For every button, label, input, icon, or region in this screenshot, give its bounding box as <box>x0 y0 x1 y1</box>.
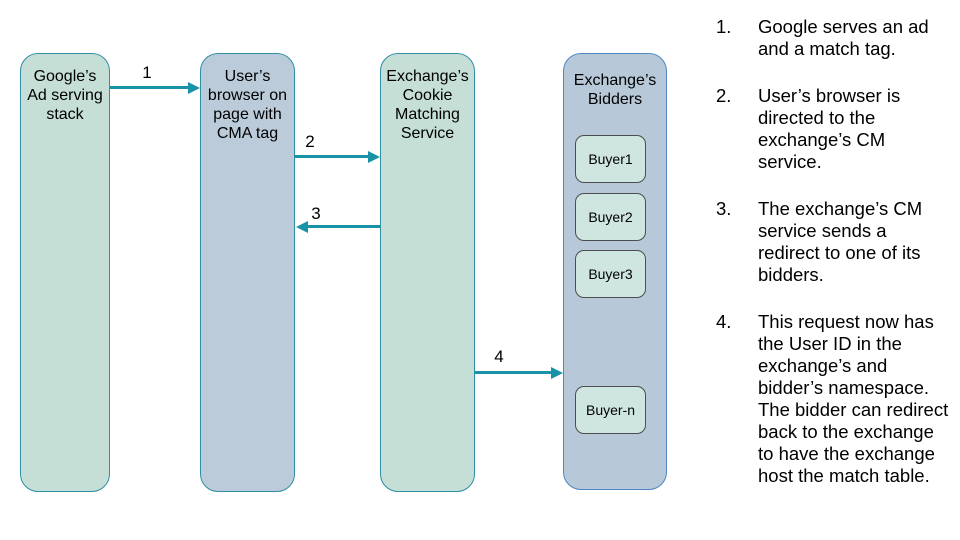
buyer-2-label: Buyer2 <box>588 209 633 225</box>
arrow-1-label: 1 <box>142 63 152 82</box>
arrow-3-label: 3 <box>311 204 321 223</box>
node-browser-label: User’s browser on page with CMA tag <box>207 68 288 142</box>
node-google-ad-serving-stack: Google’s Ad serving stack <box>20 53 110 492</box>
arrow-1-google-to-browser <box>110 86 188 89</box>
step-4-text: This request now has the User ID in the … <box>758 311 949 486</box>
step-item-3: 3. The exchange’s CM service sends a red… <box>700 198 954 286</box>
buyer-n-label: Buyer-n <box>585 402 636 418</box>
step-1-number: 1. <box>716 16 732 37</box>
step-1-text: Google serves an ad and a match tag. <box>758 16 929 59</box>
arrow-2-browser-to-cms <box>295 155 368 158</box>
node-exchange-bidders: Exchange’s Bidders Buyer1 Buyer2 Buyer3 … <box>563 53 667 490</box>
buyer-1-box: Buyer1 <box>575 135 646 183</box>
arrow-2-label: 2 <box>305 132 315 151</box>
node-cms-label: Exchange’s Cookie Matching Service <box>386 68 469 142</box>
buyer-3-label: Buyer3 <box>588 266 633 282</box>
step-2-text: User’s browser is directed to the exchan… <box>758 85 901 172</box>
arrow-3-cms-to-browser <box>308 225 380 228</box>
node-bidders-label: Exchange’s Bidders <box>573 72 657 108</box>
step-2-number: 2. <box>716 85 732 106</box>
step-item-2: 2. User’s browser is directed to the exc… <box>700 85 954 173</box>
step-item-1: 1. Google serves an ad and a match tag. <box>700 16 954 60</box>
step-4-number: 4. <box>716 311 732 332</box>
arrow-4-cms-to-bidders <box>475 371 551 374</box>
buyer-1-label: Buyer1 <box>588 151 633 167</box>
buyer-3-box: Buyer3 <box>575 250 646 298</box>
node-user-browser: User’s browser on page with CMA tag <box>200 53 295 492</box>
node-cookie-matching-service: Exchange’s Cookie Matching Service <box>380 53 475 492</box>
buyer-n-box: Buyer-n <box>575 386 646 434</box>
buyer-2-box: Buyer2 <box>575 193 646 241</box>
step-item-4: 4. This request now has the User ID in t… <box>700 311 954 487</box>
step-3-text: The exchange’s CM service sends a redire… <box>758 198 923 285</box>
step-3-number: 3. <box>716 198 732 219</box>
steps-list: 1. Google serves an ad and a match tag. … <box>700 16 954 512</box>
arrow-4-label: 4 <box>494 347 504 366</box>
node-google-label: Google’s Ad serving stack <box>27 68 103 123</box>
